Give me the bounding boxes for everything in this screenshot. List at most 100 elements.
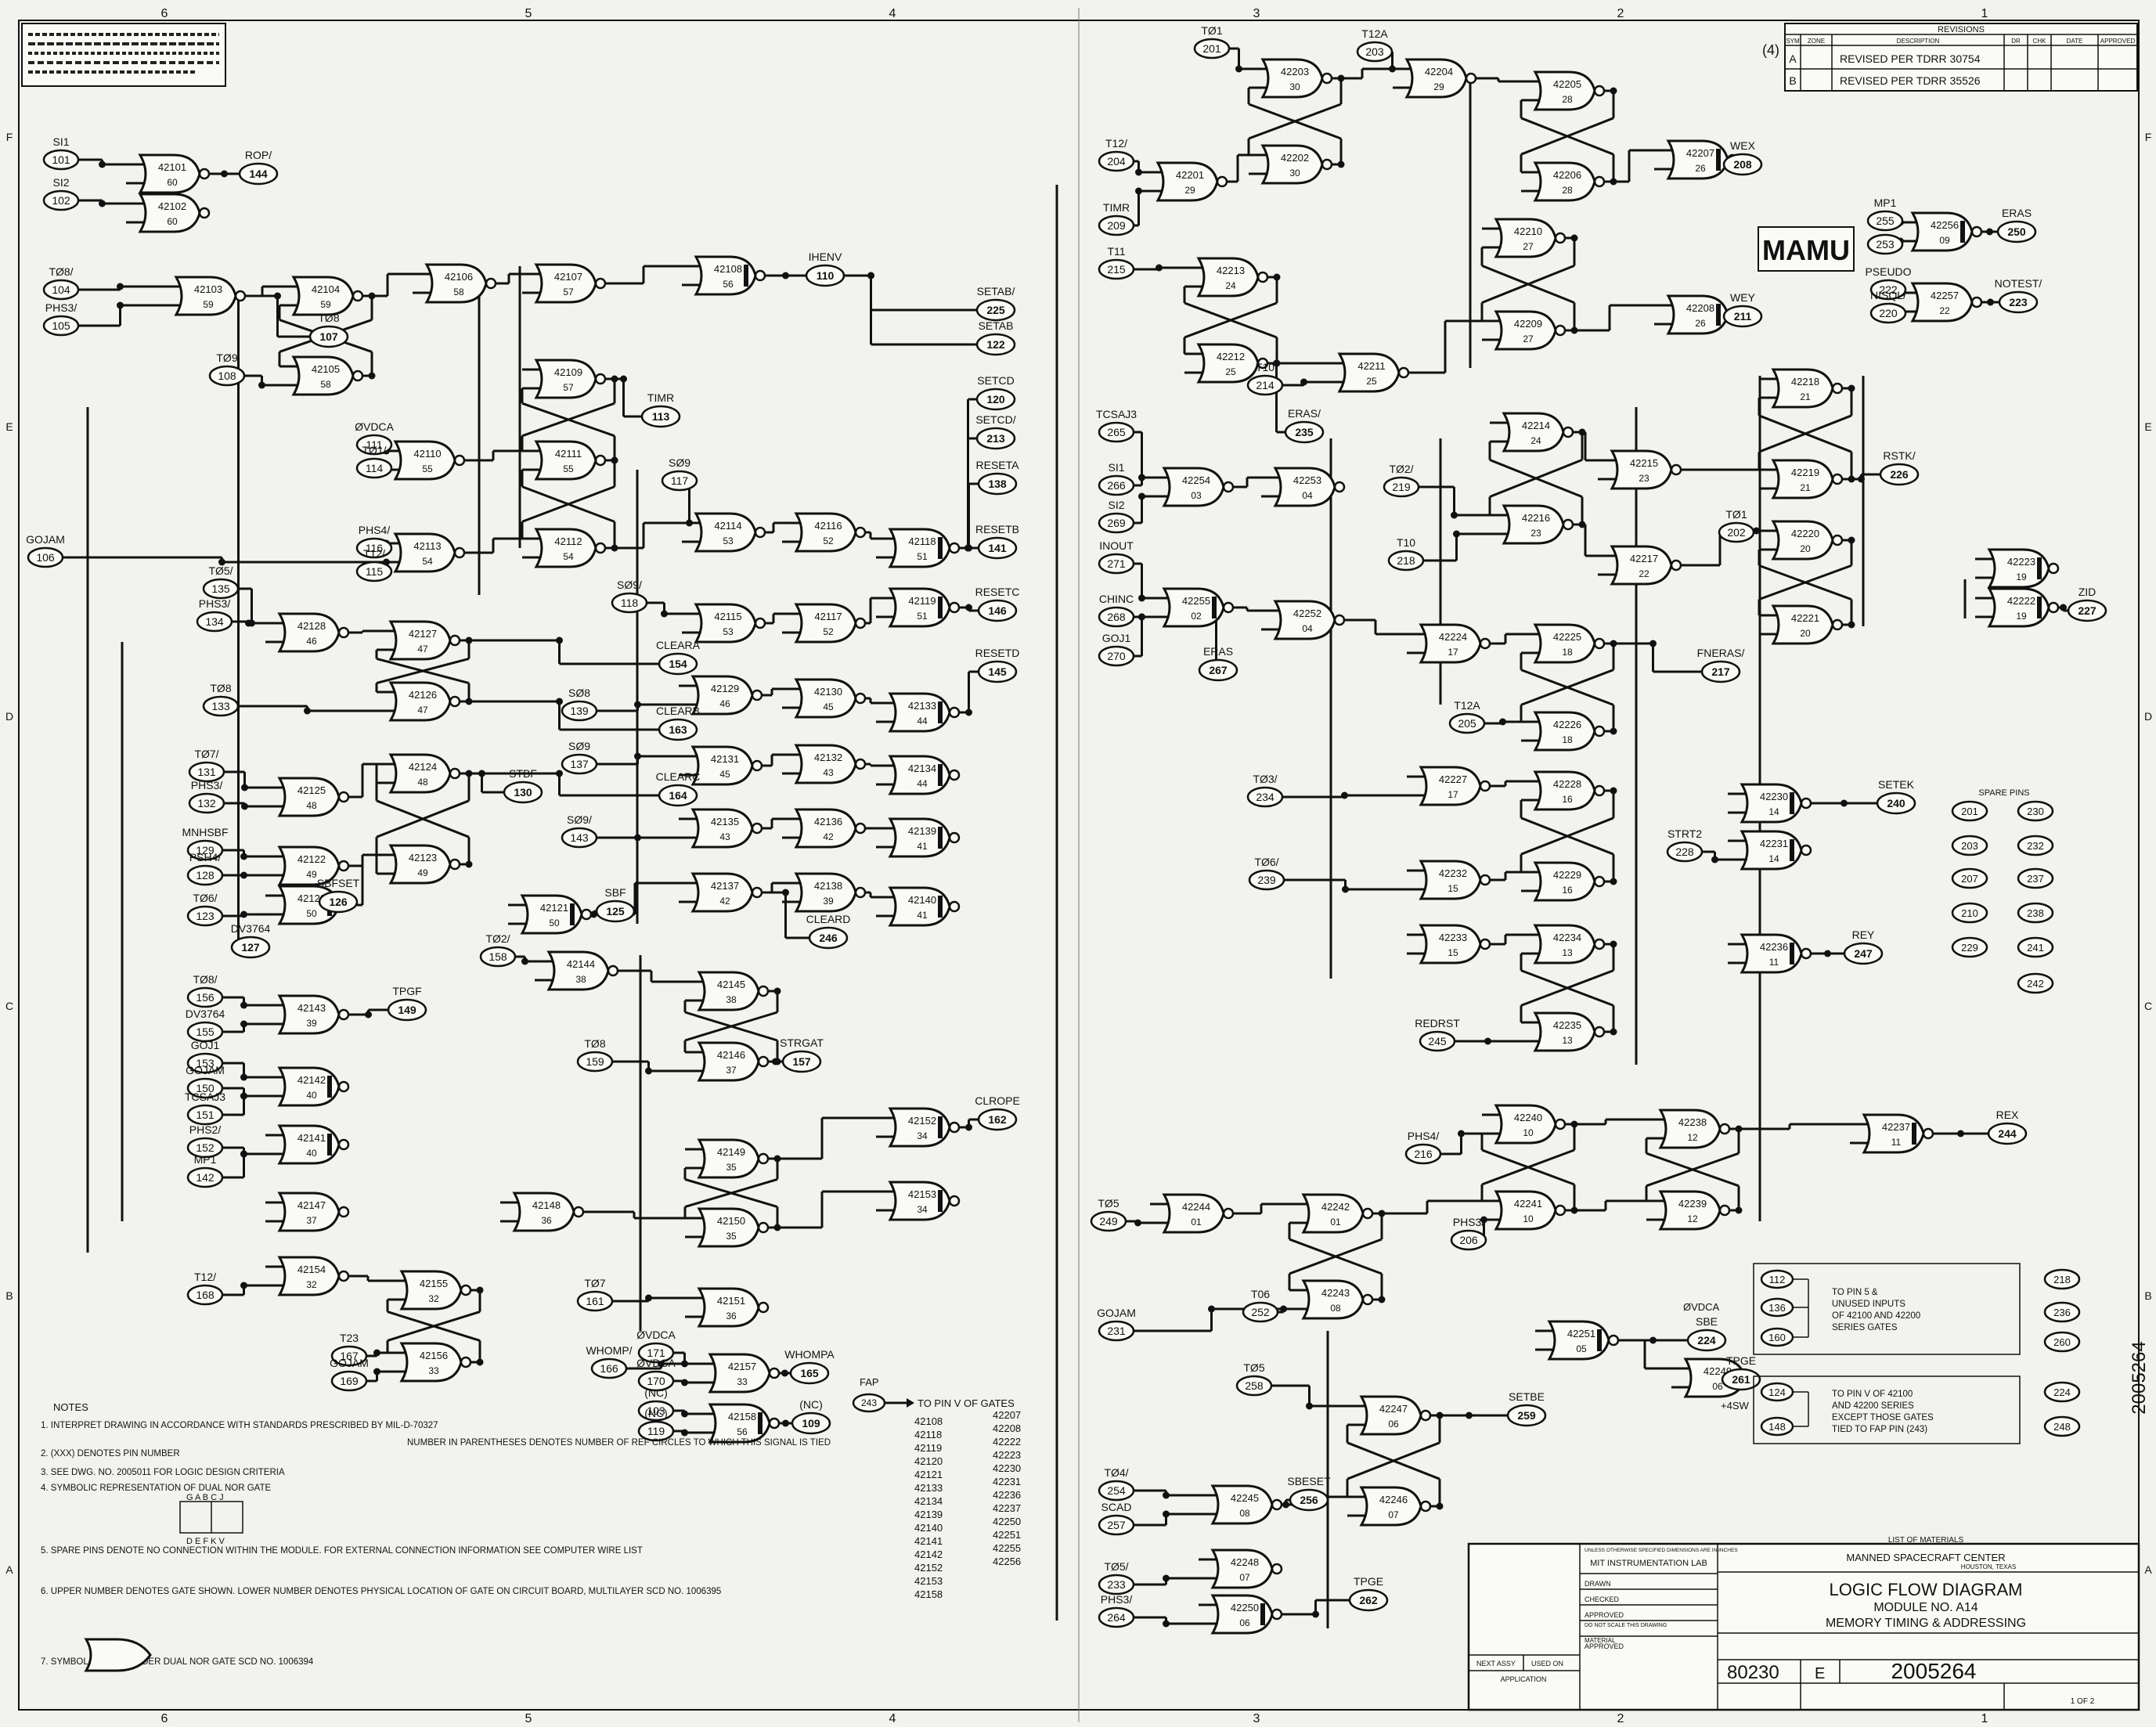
signal-name: ØVDCA: [636, 1357, 676, 1369]
gate-id-label: 42130: [814, 686, 842, 698]
gate-location-label: 38: [726, 994, 737, 1005]
gate-location-label: 44: [917, 778, 928, 789]
gate-id-label: 42241: [1514, 1198, 1542, 1210]
gate-location-label: 04: [1302, 623, 1313, 634]
gate-id-label: 42210: [1514, 225, 1542, 237]
gate-id-label: 42125: [297, 784, 326, 796]
spare-pin-232: 232: [2017, 835, 2054, 856]
pin-number: 125: [606, 905, 625, 918]
gate-location-label: 07: [1239, 1572, 1250, 1583]
pin-number: 254: [1107, 1484, 1126, 1497]
gate-id-label: 42117: [814, 611, 842, 622]
signal-name: PHS3/: [199, 597, 231, 610]
fap-gate-entry: 42118: [914, 1429, 942, 1440]
pin-number: 134: [205, 615, 224, 628]
gate-id-label: 42156: [420, 1350, 448, 1361]
pin-number: 166: [600, 1362, 618, 1375]
gate-location-label: 26: [1695, 163, 1706, 174]
gate-location-label: 18: [1562, 647, 1573, 658]
input-pin-170: 170 ØVDCA: [636, 1357, 676, 1392]
zone-left-label: B: [5, 1289, 13, 1302]
gate-id-label: 42245: [1231, 1492, 1259, 1504]
gate-location-label: 22: [1639, 568, 1649, 579]
pin-number: 120: [986, 393, 1005, 406]
signal-name: MNHSBF: [182, 826, 228, 838]
signal-name: ERAS: [2002, 207, 2032, 219]
signal-name: FNERAS/: [1697, 647, 1745, 659]
revision-a-sym: A: [1789, 52, 1797, 65]
gate-id-label: 42106: [445, 271, 473, 283]
gate-id-label: 42254: [1182, 474, 1210, 486]
gate-id-label: 42201: [1176, 169, 1204, 181]
gate-id-label: 42104: [312, 283, 340, 295]
notes-title: NOTES: [53, 1401, 88, 1413]
gate-id-label: 42204: [1425, 66, 1453, 78]
signal-name: PHS3/: [191, 779, 223, 791]
gate-id-label: 42136: [814, 816, 842, 827]
gate-id-label: 42213: [1217, 265, 1245, 276]
gate-location-label: 09: [1939, 235, 1950, 246]
pin-number: 157: [792, 1055, 811, 1068]
gate-location-label: 42: [823, 831, 834, 842]
pin-number: 170: [647, 1375, 665, 1387]
gate-id-label: 42219: [1791, 467, 1819, 478]
pin-number: 271: [1107, 557, 1126, 570]
revision-col-chk: CHK: [2033, 38, 2047, 45]
pin-number: 234: [1256, 791, 1274, 803]
gate-location-label: 37: [726, 1065, 737, 1076]
gate-id-label: 42129: [711, 683, 739, 694]
gate-location-label: 32: [306, 1279, 317, 1290]
checked-label: CHECKED: [1585, 1595, 1620, 1603]
pin-number: 239: [1257, 874, 1276, 886]
signal-name: SETCD: [977, 374, 1014, 387]
signal-name: SETCD/: [975, 413, 1015, 426]
gate-layer: 4210160421026042103594210459421055842106…: [126, 58, 2060, 1635]
input-pin-253: 253: [1866, 233, 1904, 255]
signal-name: MP1: [1874, 196, 1897, 209]
zone-left-label: D: [5, 710, 13, 723]
pin-number: 224: [1697, 1334, 1716, 1347]
gate-location-label: 06: [1712, 1381, 1723, 1392]
zone-top-label: 2: [1617, 7, 1624, 20]
pin-number: 220: [1879, 307, 1898, 319]
gate-location-label: 36: [541, 1215, 552, 1226]
pin-number: 128: [196, 869, 215, 882]
gate-location-label: 47: [417, 644, 428, 654]
input-pin-103: 103(NC): [637, 1386, 675, 1422]
svg-text:237: 237: [2027, 873, 2044, 885]
gate-id-label: 42224: [1439, 631, 1467, 643]
gate-location-label: 10: [1523, 1213, 1534, 1224]
signal-name: SBESET: [1287, 1475, 1331, 1487]
fap-gate-entry: 42255: [993, 1542, 1021, 1554]
gate-location-label: 08: [1239, 1508, 1250, 1519]
pin-number: 215: [1107, 263, 1126, 276]
svg-text:D E F K V: D E F K V: [186, 1537, 225, 1546]
pin-number: 165: [800, 1367, 819, 1379]
gate-id-label: 42227: [1439, 773, 1467, 785]
